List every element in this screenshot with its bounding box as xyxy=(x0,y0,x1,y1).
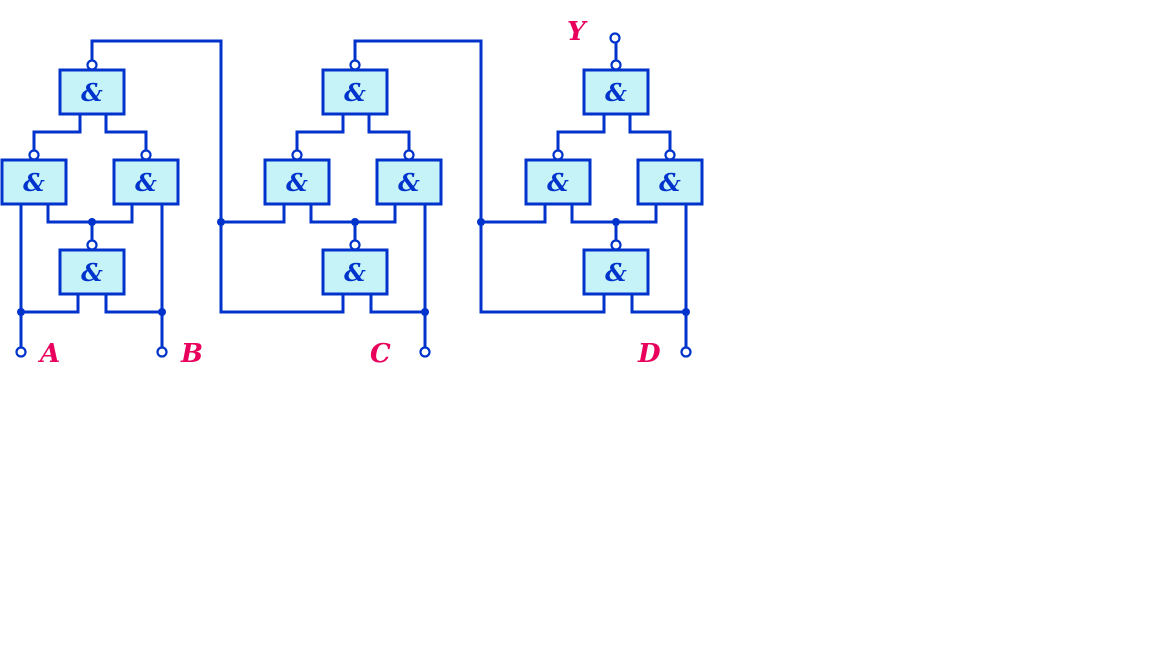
junction-dot xyxy=(421,308,429,316)
gate-symbol: & xyxy=(81,258,103,287)
stage2-gate-top: & xyxy=(321,59,389,116)
gate-body xyxy=(321,248,389,296)
gate-symbol: & xyxy=(547,168,569,197)
stage1-wire-ml-top xyxy=(32,112,82,152)
inverter-bubble xyxy=(28,149,40,161)
stage1-gate-top: & xyxy=(58,59,126,116)
junction-dot xyxy=(351,218,359,226)
stage1-gate-bottom: & xyxy=(58,239,126,296)
inverter-bubble xyxy=(610,239,622,251)
output-y-label: Y xyxy=(567,17,588,47)
input-b-label: B xyxy=(180,339,203,369)
gate-symbol: & xyxy=(605,258,627,287)
gate-body xyxy=(0,158,68,206)
gates: & & & & & & & & & & & & xyxy=(0,59,704,296)
gate-symbol: & xyxy=(23,168,45,197)
stage2-gate-mid-left: & xyxy=(263,149,331,206)
inverter-bubble xyxy=(610,59,622,71)
stage1-output-wire xyxy=(90,39,223,224)
gate-symbol: & xyxy=(135,168,157,197)
junction-dot xyxy=(217,218,225,226)
stage2-gate-bottom: & xyxy=(321,239,389,296)
inverter-bubble xyxy=(86,59,98,71)
junction-dot xyxy=(682,308,690,316)
io-pins: A B C D Y xyxy=(15,17,692,369)
stage3-wire-left-in xyxy=(479,204,606,314)
inverter-bubble xyxy=(552,149,564,161)
junction-dot xyxy=(477,218,485,226)
input-b-terminal xyxy=(156,346,168,358)
inverter-bubble xyxy=(86,239,98,251)
gate-symbol: & xyxy=(398,168,420,197)
gate-body xyxy=(263,158,331,206)
stage1-wire-mr-top xyxy=(104,112,148,152)
stage3-gate-bottom: & xyxy=(582,239,650,296)
gate-body xyxy=(375,158,443,206)
gate-symbol: & xyxy=(344,258,366,287)
gate-symbol: & xyxy=(344,78,366,107)
stage3-gate-mid-right: & xyxy=(636,149,704,206)
stage2-wire-ml-top xyxy=(295,112,345,152)
gate-symbol: & xyxy=(659,168,681,197)
junctions xyxy=(17,218,690,316)
gate-symbol: & xyxy=(605,78,627,107)
input-d-terminal xyxy=(680,346,692,358)
input-c-terminal xyxy=(419,346,431,358)
stage3-wire-mr-top xyxy=(628,112,672,152)
stage1-gate-mid-right: & xyxy=(112,149,180,206)
junction-dot xyxy=(88,218,96,226)
stage2-wire-left-in xyxy=(219,204,345,314)
stage2-gate-mid-right: & xyxy=(375,149,443,206)
inverter-bubble xyxy=(349,239,361,251)
output-y-terminal xyxy=(609,32,621,44)
input-d-label: D xyxy=(637,339,661,369)
input-a-label: A xyxy=(37,339,60,369)
stage3-gate-mid-left: & xyxy=(524,149,592,206)
junction-dot xyxy=(17,308,25,316)
junction-dot xyxy=(158,308,166,316)
inverter-bubble xyxy=(403,149,415,161)
stage1-gate-mid-left: & xyxy=(0,149,68,206)
gate-symbol: & xyxy=(81,78,103,107)
inverter-bubble xyxy=(664,149,676,161)
inverter-bubble xyxy=(291,149,303,161)
inverter-bubble xyxy=(349,59,361,71)
stage2-output-wire xyxy=(353,39,483,224)
stage3-wire-ml-top xyxy=(556,112,606,152)
input-c-label: C xyxy=(370,339,391,369)
stage2-wire-mr-top xyxy=(367,112,411,152)
gate-symbol: & xyxy=(286,168,308,197)
inverter-bubble xyxy=(140,149,152,161)
input-a-terminal xyxy=(15,346,27,358)
junction-dot xyxy=(612,218,620,226)
stage3-gate-top: & xyxy=(582,59,650,116)
